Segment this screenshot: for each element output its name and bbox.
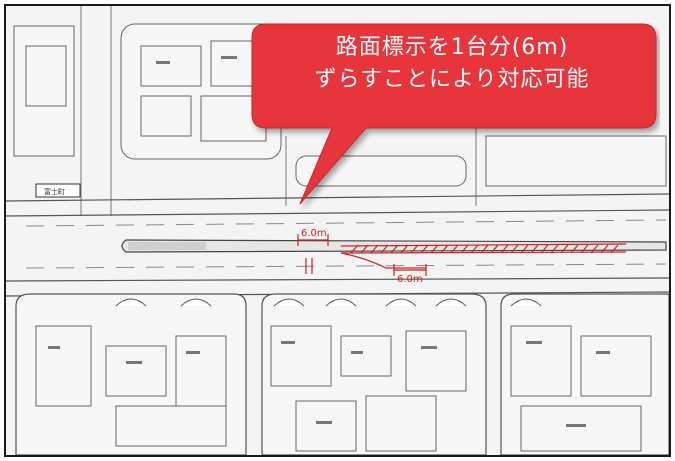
map-drawing: 6.0m 6.0m 富士町 bbox=[6, 6, 669, 455]
block-south-2 bbox=[261, 293, 487, 455]
dimension-markers bbox=[297, 234, 427, 276]
shift-zone-hatch bbox=[340, 243, 627, 269]
block-north-west bbox=[13, 25, 75, 157]
block-south-1 bbox=[15, 293, 247, 455]
dimension-label-lower: 6.0m bbox=[397, 274, 423, 285]
dimension-label-upper: 6.0m bbox=[301, 228, 327, 239]
station-label: 富士町 bbox=[44, 187, 65, 196]
callout-line-1: 路面標示を1台分(6m) bbox=[335, 35, 569, 60]
block-south-3 bbox=[500, 293, 669, 455]
block-north-3 bbox=[485, 135, 667, 187]
callout-text: 路面標示を1台分(6m) ずらすことにより対応可能 bbox=[272, 32, 632, 96]
callout-line-2: ずらすことにより対応可能 bbox=[314, 67, 590, 92]
callout-bubble bbox=[251, 23, 657, 205]
station-label-box bbox=[35, 183, 81, 198]
block-north-2 bbox=[295, 155, 467, 187]
